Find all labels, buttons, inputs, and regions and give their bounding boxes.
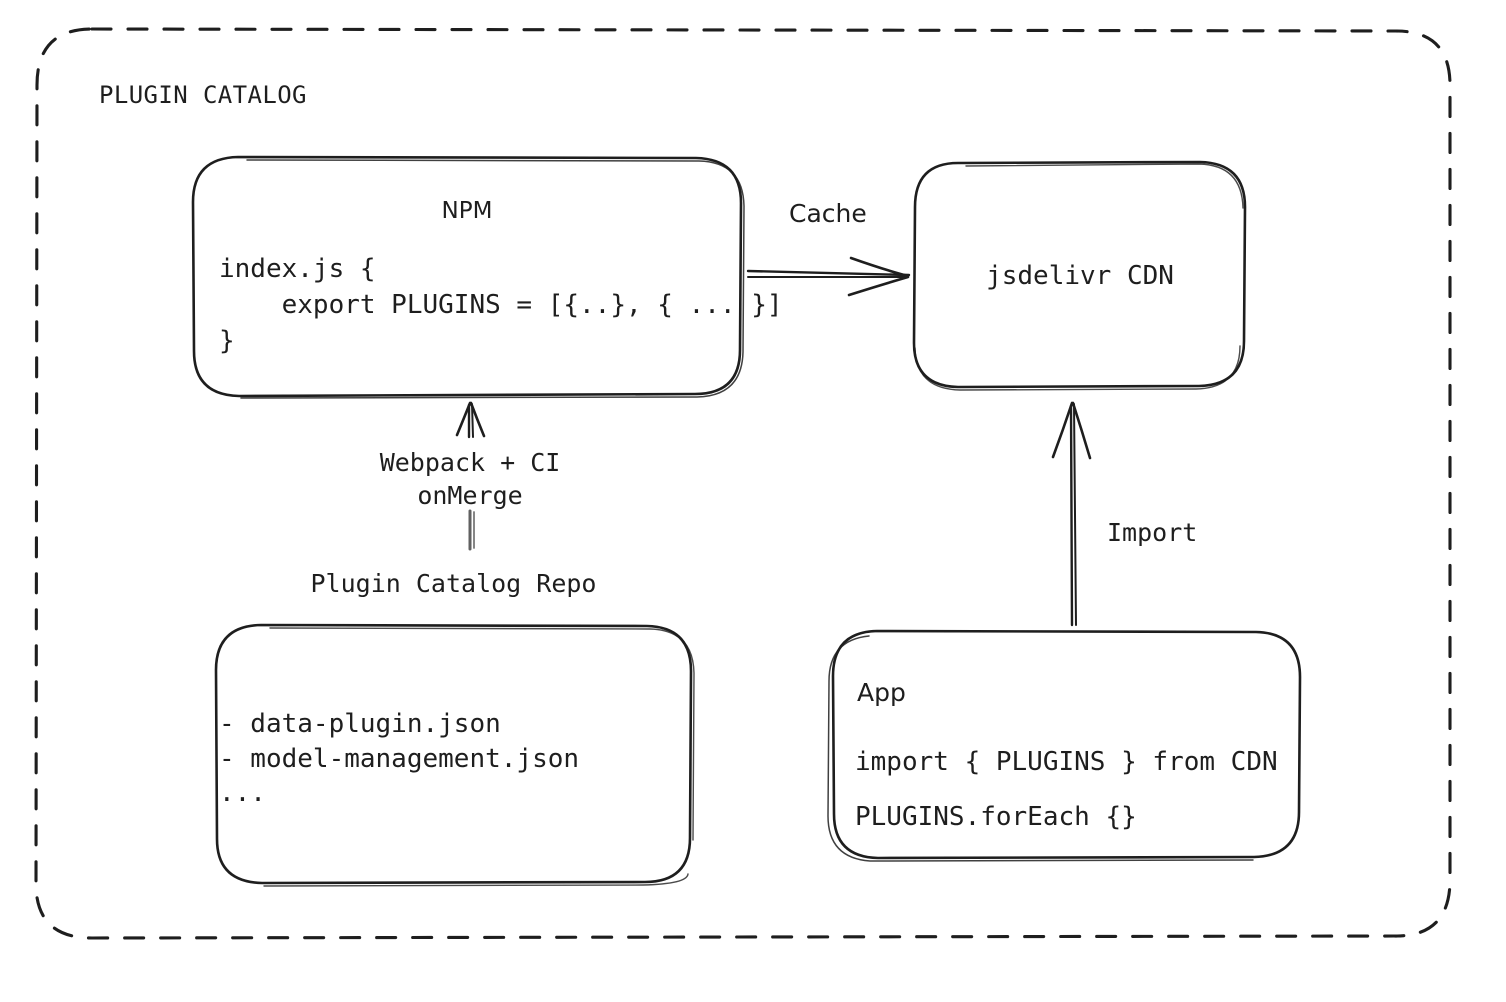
import-edge-label: Import — [1107, 518, 1198, 547]
npm-node-code: index.js { export PLUGINS = [{..}, { ...… — [219, 254, 783, 356]
webpack-edge-label: Webpack + CI onMerge — [379, 448, 561, 510]
app-import-line: import { PLUGINS } from CDN — [855, 747, 1278, 777]
group-title: PLUGIN CATALOG — [99, 81, 307, 109]
repo-node-file-list: - data-plugin.json - model-management.js… — [219, 709, 580, 809]
import-arrow — [1051, 401, 1092, 627]
cdn-node-title: jsdelivr CDN — [986, 261, 1174, 291]
cache-edge-label: Cache — [789, 199, 867, 228]
app-node-code: import { PLUGINS } from CDN PLUGINS.forEa… — [855, 735, 1278, 844]
npm-node-title: NPM — [441, 198, 493, 224]
app-node-title: App — [857, 678, 906, 707]
repo-node-caption: Plugin Catalog Repo — [310, 569, 597, 598]
app-foreach-line: PLUGINS.forEach {} — [855, 801, 1137, 832]
